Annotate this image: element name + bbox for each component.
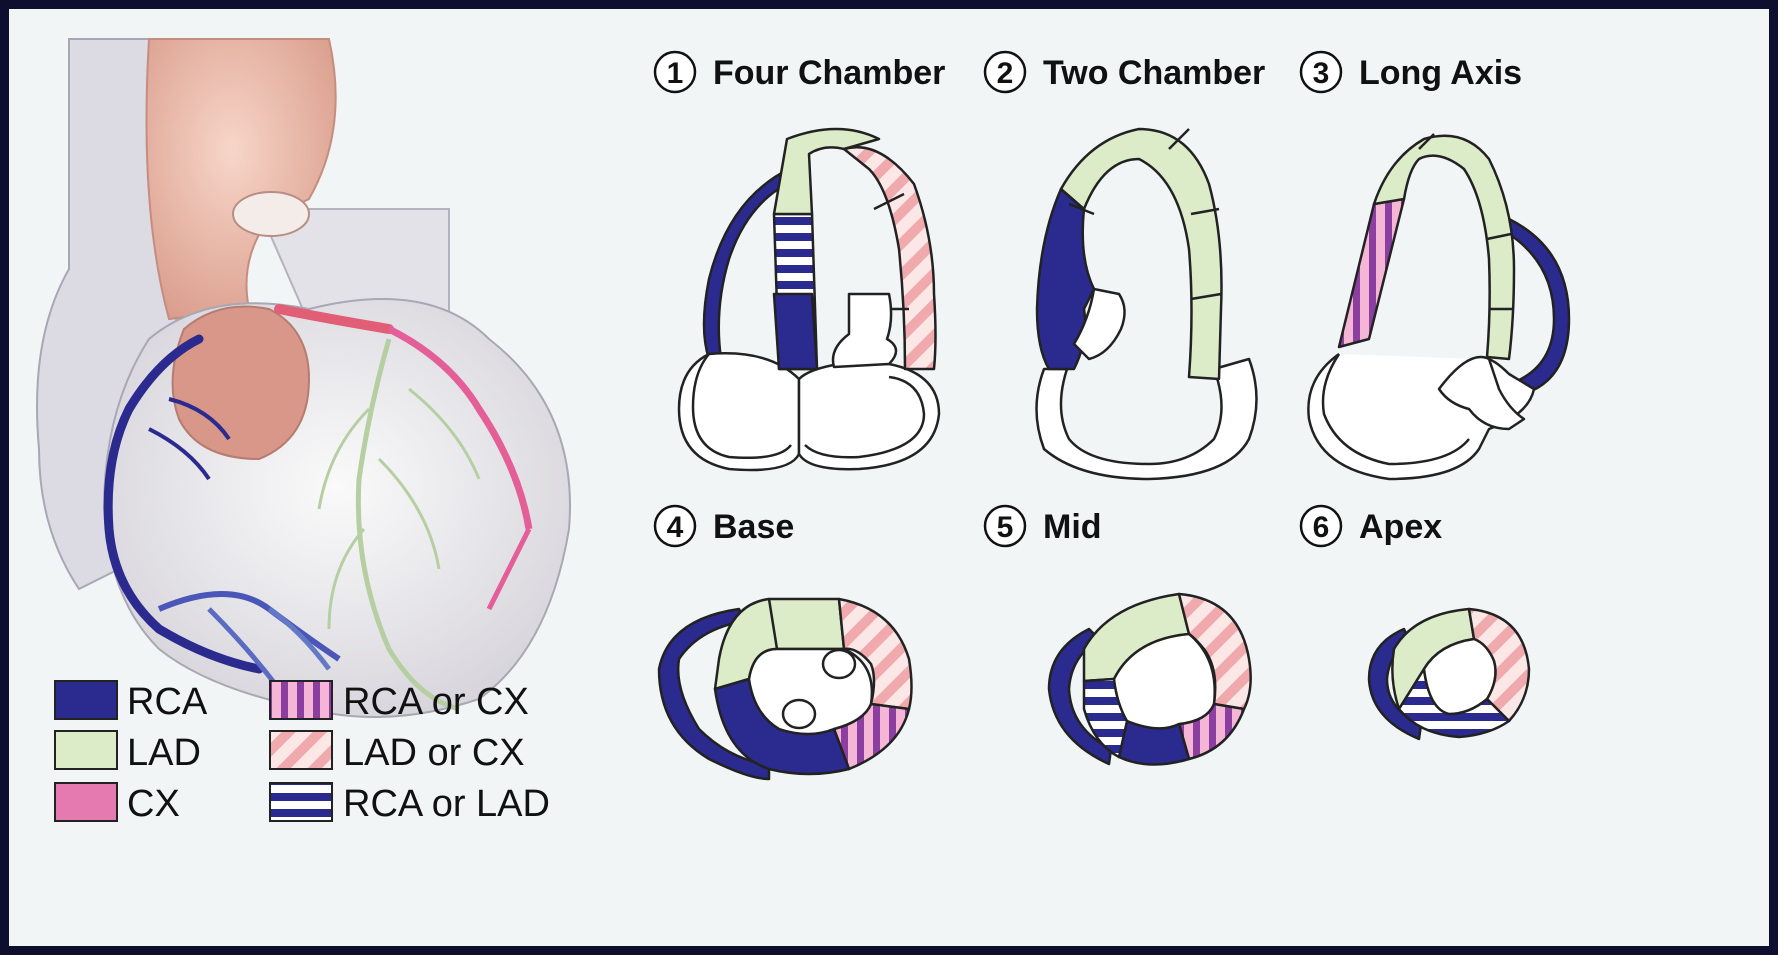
legend-swatch-lad [55, 731, 117, 769]
mid-short-axis-view [1049, 594, 1251, 765]
legend-label-rca: RCA [127, 681, 208, 723]
view-number: 1 [667, 57, 684, 90]
figure-canvas: RCA LAD CX RCA or CX LAD or CX RCA or LA… [9, 9, 1769, 946]
two-chamber-view [1037, 129, 1257, 479]
legend-swatch-rca [55, 681, 117, 719]
legend-label-cx: CX [127, 783, 180, 825]
apex-short-axis-view [1369, 609, 1529, 739]
view-number: 4 [667, 511, 684, 544]
view-number: 3 [1313, 57, 1330, 90]
legend-label-rca-or-lad: RCA or LAD [343, 783, 550, 825]
long-axis-view [1308, 134, 1569, 479]
view-number: 6 [1313, 511, 1330, 544]
base-short-axis-view [659, 599, 912, 779]
legend-label-lad-or-cx: LAD or CX [343, 732, 525, 774]
view-title-apex: Apex [1359, 508, 1442, 546]
legend-label-rca-or-cx: RCA or CX [343, 681, 529, 723]
view-title-four-chamber: Four Chamber [713, 54, 945, 92]
legend-label-lad: LAD [127, 732, 201, 774]
legend-swatch-rca-or-lad [270, 783, 332, 821]
heart-illustration [37, 39, 570, 717]
coronary-territory-figure: RCA LAD CX RCA or CX LAD or CX RCA or LA… [9, 9, 1769, 946]
legend-swatch-lad-or-cx [270, 731, 332, 769]
legend-swatch-rca-or-cx [270, 681, 332, 719]
view-number: 5 [997, 511, 1014, 544]
legend: RCA LAD CX RCA or CX LAD or CX RCA or LA… [55, 681, 550, 825]
legend-swatch-cx [55, 783, 117, 821]
view-number: 2 [997, 57, 1014, 90]
view-title-mid: Mid [1043, 508, 1102, 546]
four-chamber-view [679, 129, 939, 470]
view-title-long-axis: Long Axis [1359, 54, 1522, 92]
view-title-two-chamber: Two Chamber [1043, 54, 1265, 92]
view-title-base: Base [713, 508, 794, 546]
